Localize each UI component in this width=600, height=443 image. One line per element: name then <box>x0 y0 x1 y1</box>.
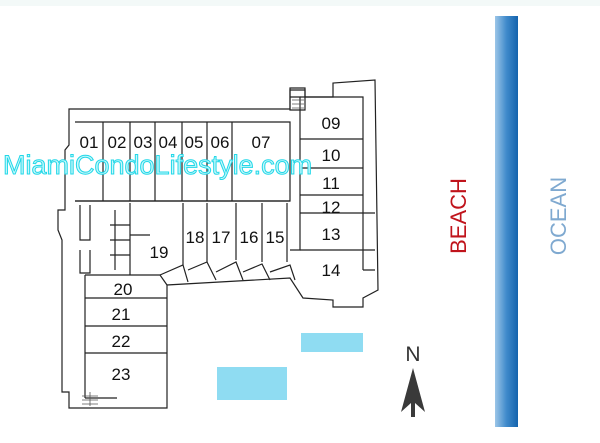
unit-05: 05 <box>185 133 204 152</box>
unit-12: 12 <box>322 198 341 217</box>
unit-13: 13 <box>322 225 341 244</box>
unit-19: 19 <box>150 243 169 262</box>
unit-18: 18 <box>186 228 205 247</box>
unit-07: 07 <box>252 133 271 152</box>
unit-04: 04 <box>159 133 178 152</box>
unit-10: 10 <box>322 146 341 165</box>
unit-20: 20 <box>114 280 133 299</box>
building-walls <box>57 79 379 409</box>
unit-21: 21 <box>112 305 131 324</box>
unit-17: 17 <box>212 228 231 247</box>
unit-15: 15 <box>266 228 285 247</box>
beach-label: BEACH <box>446 178 471 254</box>
unit-09: 09 <box>322 114 341 133</box>
unit-22: 22 <box>112 332 131 351</box>
unit-06: 06 <box>211 133 230 152</box>
unit-16: 16 <box>240 228 259 247</box>
watermark: MiamiCondoLifestyle.com <box>3 150 312 180</box>
unit-02: 02 <box>108 133 127 152</box>
top-strip <box>0 0 600 6</box>
north-arrow-icon <box>401 368 425 417</box>
unit-03: 03 <box>134 133 153 152</box>
unit-23: 23 <box>112 365 131 384</box>
unit-labels: 01 02 03 04 05 06 07 09 10 11 12 13 14 1… <box>80 114 341 384</box>
north-label: N <box>405 343 420 366</box>
unit-01: 01 <box>80 133 99 152</box>
pool-small <box>301 333 363 352</box>
pool-large <box>217 367 287 400</box>
unit-11: 11 <box>322 174 340 193</box>
unit-14: 14 <box>322 261 341 280</box>
ocean-label: OCEAN <box>546 177 571 255</box>
ocean-shoreline-bar <box>495 16 518 427</box>
